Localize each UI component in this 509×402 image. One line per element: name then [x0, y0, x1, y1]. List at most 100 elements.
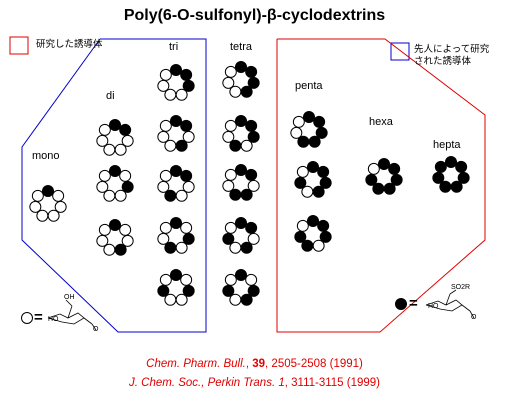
sulfonyl-glucose-unit: [383, 182, 396, 195]
glucose-unit: [98, 169, 111, 182]
glucose-unit: [301, 185, 314, 198]
glucose-unit: [182, 180, 195, 193]
sulfonyl-glucose-unit: [297, 135, 310, 148]
cyclodextrin-ring-tri: [157, 217, 195, 254]
sulfonyl-glucose-unit: [182, 232, 195, 245]
sulfonyl-glucose-unit: [170, 217, 182, 229]
sulfonyl-glucose-unit: [388, 162, 401, 175]
group-label-di: di: [106, 90, 115, 102]
filled-key-o-label: O: [471, 314, 477, 321]
glucose-unit: [52, 189, 65, 202]
glucose-unit: [103, 243, 116, 256]
sulfonyl-glucose-unit: [170, 269, 182, 281]
sulfonyl-glucose-unit: [240, 241, 253, 254]
glucose-unit: [98, 223, 111, 236]
glucose-unit: [159, 221, 172, 234]
sulfonyl-glucose-unit: [109, 119, 121, 131]
glucose-unit: [312, 239, 325, 252]
glucose-unit: [224, 65, 237, 78]
sulfonyl-glucose-unit: [235, 164, 247, 176]
sulfonyl-glucose-unit: [170, 64, 182, 76]
sulfonyl-glucose-unit: [294, 230, 307, 243]
glucose-unit: [157, 180, 170, 193]
sulfonyl-glucose-unit: [235, 61, 247, 73]
open-key-o-label: O: [93, 326, 99, 333]
glucose-unit: [157, 79, 170, 92]
cyclodextrin-ring-tetra: [222, 115, 260, 152]
glucose-unit: [180, 221, 193, 234]
glucose-unit: [114, 189, 127, 202]
sulfonyl-glucose-unit: [317, 219, 330, 232]
legend-blue-box: [390, 42, 410, 61]
open-key-oh-label: OH: [64, 294, 75, 301]
sulfonyl-glucose-unit: [307, 161, 319, 173]
sulfonyl-glucose-unit: [229, 139, 242, 152]
sulfonyl-glucose-unit: [450, 180, 463, 193]
sulfonyl-glucose-unit: [182, 79, 195, 92]
glucose-unit: [222, 130, 235, 143]
sulfonyl-glucose-unit: [170, 165, 182, 177]
sulfonyl-glucose-unit: [315, 126, 328, 139]
sulfonyl-glucose-unit: [42, 185, 54, 197]
sulfonyl-glucose-unit: [245, 221, 258, 234]
cyclodextrin-ring-tri: [157, 64, 195, 101]
glucose-unit: [164, 139, 177, 152]
group-label-tetra: tetra: [230, 41, 253, 53]
sulfonyl-glucose-unit: [247, 130, 260, 143]
sulfonyl-glucose-unit: [229, 188, 242, 201]
prior-work-region: [21, 38, 207, 333]
glucose-unit: [229, 241, 242, 254]
sulfonyl-glucose-unit: [109, 165, 121, 177]
sulfonyl-glucose-unit: [308, 135, 321, 148]
glucose-unit: [224, 273, 237, 286]
sulfonyl-glucose-unit: [434, 160, 447, 173]
sulfonyl-glucose-unit: [245, 65, 258, 78]
glucose-unit: [159, 169, 172, 182]
sulfonyl-glucose-unit: [119, 123, 132, 136]
glucose-unit: [247, 232, 260, 245]
glucose-unit: [222, 179, 235, 192]
reference-1-volume: 39: [252, 358, 266, 370]
sulfonyl-glucose-unit: [319, 176, 332, 189]
legend-prior-label: 先人によって研究 された誘導体: [414, 44, 489, 68]
glucose-unit: [103, 143, 116, 156]
legend-prior-line1: 先人によって研究: [414, 44, 490, 55]
sulfonyl-glucose-unit: [365, 173, 378, 186]
reference-1-pages: 2505-2508 (1991): [271, 358, 363, 370]
sulfonyl-glucose-unit: [164, 189, 177, 202]
sulfonyl-glucose-unit: [235, 217, 247, 229]
sulfonyl-glucose-unit: [457, 171, 470, 184]
group-label-mono: mono: [32, 150, 60, 162]
cyclodextrin-ring-tri: [157, 269, 195, 306]
glucose-unit: [180, 273, 193, 286]
group-label-hexa: hexa: [369, 116, 393, 128]
group-label-hepta: hepta: [433, 139, 461, 151]
sulfonyl-glucose-unit: [175, 139, 188, 152]
sulfonyl-glucose-unit: [240, 188, 253, 201]
open-key-ho-label: HO: [48, 316, 59, 323]
glucose-unit: [229, 293, 242, 306]
legend-red-box: [9, 36, 29, 55]
sulfonyl-glucose-unit: [109, 219, 121, 231]
cyclodextrin-ring-tetra: [222, 61, 260, 98]
sulfonyl-glucose-unit: [301, 239, 314, 252]
sulfonyl-glucose-unit: [170, 115, 182, 127]
glucose-unit: [96, 234, 109, 247]
sulfonyl-glucose-unit: [157, 284, 170, 297]
glucose-unit: [224, 221, 237, 234]
glucose-unit: [367, 162, 380, 175]
sulfonyl-glucose-unit: [164, 241, 177, 254]
glucose-unit: [175, 241, 188, 254]
sulfonyl-glucose-unit: [294, 176, 307, 189]
glucose-unit: [96, 180, 109, 193]
reference-2-pages: 3111-3115 (1999): [291, 377, 380, 389]
glucose-unit: [296, 165, 309, 178]
sulfonyl-glucose-unit: [222, 232, 235, 245]
reference-1-journal: Chem. Pharm. Bull.: [146, 358, 246, 370]
sulfonyl-glucose-unit: [378, 158, 390, 170]
sulfonyl-glucose-unit: [114, 243, 127, 256]
glucose-unit: [31, 189, 44, 202]
glucose-unit: [157, 130, 170, 143]
